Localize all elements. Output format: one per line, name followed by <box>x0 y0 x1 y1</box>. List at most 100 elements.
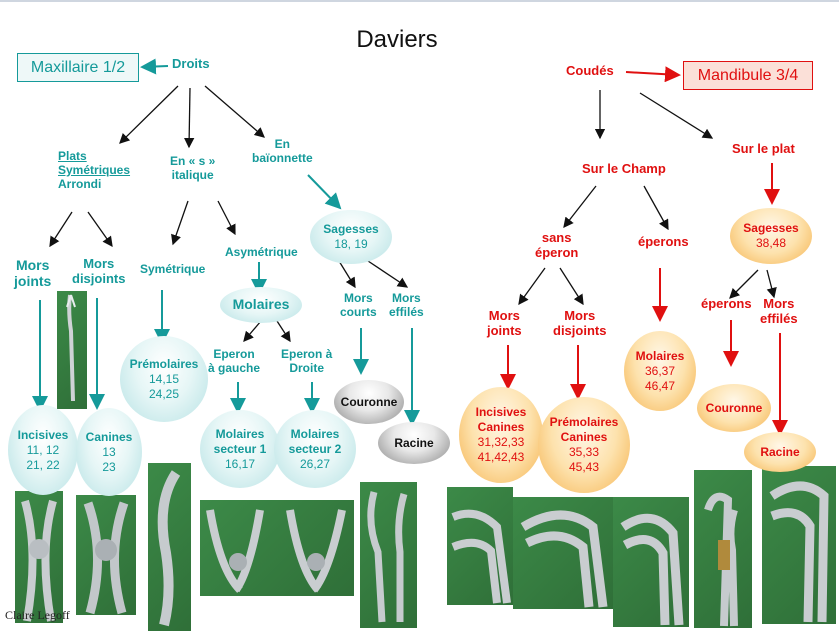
mors-disjoints-line2: disjoints <box>72 270 126 286</box>
mors-joints-label: Mors joints <box>14 257 51 289</box>
molaires-s1-teeth: 16,17 <box>224 456 256 471</box>
forceps-lower-crown-photo <box>694 470 752 628</box>
forceps-bayonet-photos <box>360 482 417 628</box>
sans-eperon-line2: éperon <box>535 244 579 260</box>
forceps-lower-premolar-photo <box>513 497 613 609</box>
forceps-premolar-photo <box>148 463 191 631</box>
couronne-upper-bubble: Couronne <box>334 380 404 424</box>
sans-eperon-label: sans éperon <box>535 230 579 261</box>
mors-joints-lower-label: Mors joints <box>487 308 522 339</box>
eperon-gauche-label: Eperon à gauche <box>208 347 260 376</box>
eperon-gauche-line1: Eperon <box>213 347 255 361</box>
racine-upper-label: Racine <box>394 435 434 450</box>
molaires-s2-label1: Molaires <box>290 426 340 441</box>
mors-joints-line1: Mors <box>15 257 50 273</box>
premolaires-canines-teeth2: 45,43 <box>568 460 600 474</box>
canines-upper-label: Canines <box>85 429 133 444</box>
eperon-droite-line2: Droite <box>289 360 325 375</box>
eperon-droite-label: Eperon à Droite <box>281 347 332 376</box>
eperons-sur-plat-label: éperons <box>701 296 752 311</box>
couronne-upper-label: Couronne <box>340 394 398 409</box>
mors-joints-lower-line1: Mors <box>488 308 520 323</box>
premolaires-upper-bubble: Prémolaires 14,15 24,25 <box>120 336 208 422</box>
mors-disjoints-label: Mors disjoints <box>72 256 126 287</box>
premolaires-canines-lower-bubble: Prémolaires Canines 35,33 45,43 <box>538 397 630 493</box>
asymetrique-label: Asymétrique <box>225 245 298 259</box>
premolaires-upper-label: Prémolaires <box>129 356 199 371</box>
incisives-canines-teeth1: 31,32,33 <box>477 435 525 449</box>
incisives-canines-lower-bubble: Incisives Canines 31,32,33 41,42,43 <box>459 387 543 483</box>
mors-effiles-lower-label: Mors effilés <box>760 296 798 327</box>
incisives-canines-teeth2: 41,42,43 <box>477 450 525 464</box>
mors-joints-line2: joints <box>14 273 52 290</box>
sagesses-upper-teeth: 18, 19 <box>334 237 368 251</box>
molaires-lower-label: Molaires <box>635 348 685 363</box>
molaires-label: Molaires <box>232 296 290 313</box>
couronne-lower-label: Couronne <box>705 400 763 415</box>
mors-disjoints-lower-line2: disjoints <box>553 322 607 338</box>
forceps-lower-molar-photo <box>613 497 689 627</box>
canines-upper-teeth1: 13 <box>102 444 116 459</box>
mors-effiles-upper-label: Mors effilés <box>389 291 424 320</box>
sagesses-lower-bubble: Sagesses 38,48 <box>730 208 812 264</box>
plats-label: Plats Symétriques Arrondi <box>58 149 131 191</box>
mors-courts-label: Mors courts <box>340 291 377 320</box>
premolaires-upper-teeth1: 14,15 <box>148 371 180 386</box>
molaires-lower-bubble: Molaires 36,37 46,47 <box>624 331 696 411</box>
baionnette-line1: En <box>274 137 290 151</box>
mors-courts-line1: Mors <box>344 291 373 305</box>
racine-lower-bubble: Racine <box>744 432 816 472</box>
forceps-lower-incisor-photo <box>447 487 513 605</box>
premolaires-upper-teeth2: 24,25 <box>148 386 180 401</box>
mors-effiles-lower-line2: effilés <box>760 310 798 326</box>
canines-upper-teeth2: 23 <box>102 459 116 474</box>
mandibule-box: Mandibule 3/4 <box>683 61 813 90</box>
maxillaire-box: Maxillaire 1/2 <box>17 53 139 82</box>
molaires-bubble: Molaires <box>220 287 302 323</box>
baionnette-line2: baïonnette <box>252 150 313 165</box>
forceps-canine-photo <box>76 495 136 615</box>
sur-plat-label: Sur le plat <box>732 141 795 156</box>
mors-courts-line2: courts <box>340 304 377 319</box>
mors-disjoints-lower-line1: Mors <box>564 308 596 323</box>
forceps-incisor-photo <box>15 491 63 623</box>
forceps-molar-photos <box>200 500 354 596</box>
mors-effiles-upper-line1: Mors <box>392 291 421 305</box>
sur-champ-label: Sur le Champ <box>582 161 666 176</box>
sagesses-lower-teeth: 38,48 <box>755 236 787 250</box>
incisives-lower-label: Incisives <box>475 405 527 419</box>
coudes-label: Coudés <box>566 63 614 78</box>
molaires-s1-label1: Molaires <box>215 426 265 441</box>
symetrique-label: Symétrique <box>140 262 206 276</box>
racine-upper-bubble: Racine <box>378 422 450 464</box>
sagesses-upper-label: Sagesses <box>323 222 379 236</box>
incisives-upper-bubble: Incisives 11, 12 21, 22 <box>8 405 78 495</box>
forceps-lower-root-photo <box>762 466 836 624</box>
page-title: Daviers <box>356 26 438 53</box>
couronne-lower-bubble: Couronne <box>697 384 771 432</box>
sagesses-lower-label: Sagesses <box>743 221 799 235</box>
plats-line2: Symétriques <box>58 162 131 177</box>
plats-line1: Plats <box>58 149 87 163</box>
eperons-label: éperons <box>638 234 689 249</box>
author-credit: Claire Legoff <box>5 608 70 622</box>
en-s-line1: En « s » <box>170 154 216 168</box>
mors-joints-lower-line2: joints <box>487 322 522 338</box>
incisives-upper-teeth2: 21, 22 <box>26 457 60 472</box>
en-s-line2: italique <box>171 167 214 182</box>
premolaires-canines-teeth1: 35,33 <box>568 445 600 459</box>
premolaires-lower-label: Prémolaires <box>549 415 619 429</box>
molaires-s1-label2: secteur 1 <box>213 441 267 456</box>
sagesses-upper-bubble: Sagesses 18, 19 <box>310 210 392 264</box>
molaires-secteur1-bubble: Molaires secteur 1 16,17 <box>200 410 280 488</box>
canines-upper-bubble: Canines 13 23 <box>76 408 142 496</box>
sans-eperon-line1: sans <box>541 230 572 245</box>
racine-lower-label: Racine <box>760 444 800 459</box>
incisives-upper-label: Incisives <box>17 427 69 442</box>
mors-effiles-upper-line2: effilés <box>389 304 424 319</box>
mors-effiles-lower-line1: Mors <box>763 296 795 311</box>
canines-lower-label2: Canines <box>560 430 608 444</box>
droits-label: Droits <box>172 56 210 71</box>
